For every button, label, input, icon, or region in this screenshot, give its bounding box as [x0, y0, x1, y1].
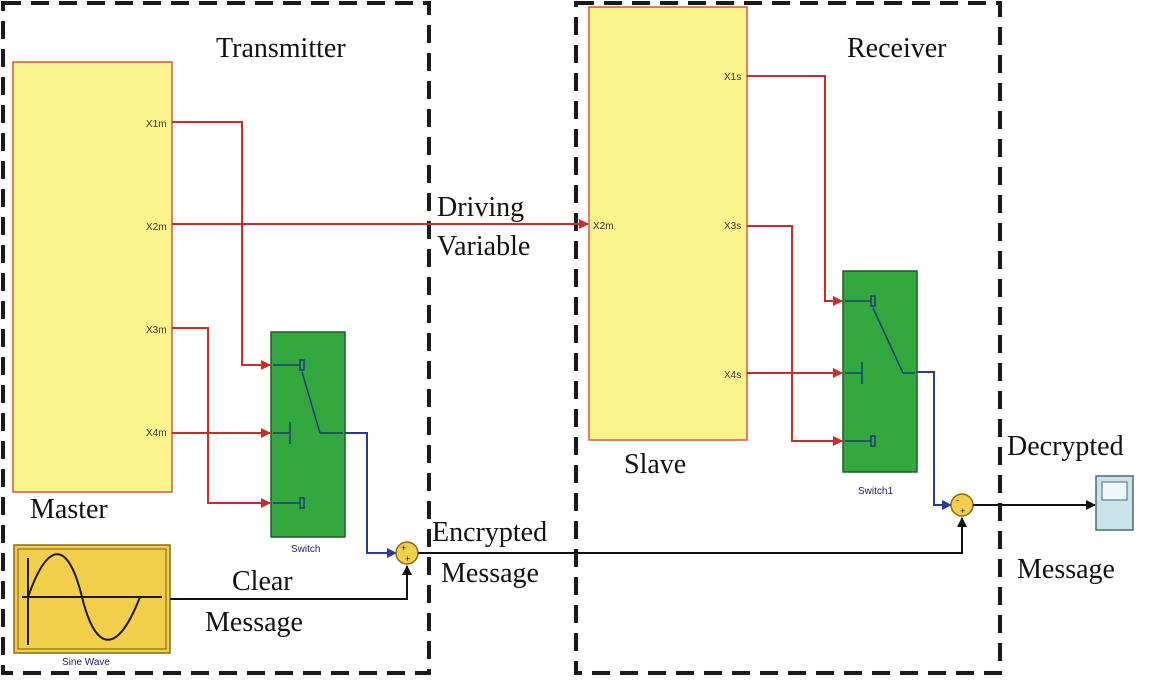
slave-port-x2m: X2m [593, 221, 614, 232]
switch-rx-label: Switch1 [858, 486, 893, 497]
sum-rx-block[interactable]: - + [950, 493, 974, 517]
sine-wave-inner-frame [17, 548, 167, 650]
decrypted-label-line2: Message [1017, 554, 1115, 585]
signal-clear-message [170, 565, 412, 600]
transmitter-title: Transmitter [216, 33, 346, 64]
master-block[interactable] [12, 61, 173, 493]
clear-label-line2: Message [205, 607, 303, 638]
master-label: Master [30, 494, 108, 525]
switch-tx-icon [273, 359, 343, 509]
switch-tx-label: Switch [291, 544, 320, 555]
sine-wave-label: Sine Wave [62, 657, 110, 668]
master-port-x3m: X3m [146, 325, 167, 336]
slave-label: Slave [624, 449, 686, 480]
sum-tx-sign-2: + [405, 554, 410, 564]
master-port-x4m: X4m [146, 428, 167, 439]
sine-wave-icon [22, 553, 162, 645]
sum-rx-sign-2: + [960, 506, 965, 516]
sum-tx-block[interactable]: + + [395, 541, 419, 565]
slave-block[interactable] [588, 6, 748, 441]
signal-switch1-to-sum-rx [917, 371, 952, 510]
decrypted-label-line1: Decrypted [1007, 431, 1124, 462]
signal-x3s-to-switch1 [747, 225, 843, 446]
driving-label-line2: Variable [437, 231, 530, 262]
driving-label-line1: Driving [437, 192, 524, 223]
sum-tx-sign-1: + [401, 543, 406, 553]
sum-rx-sign-1: - [956, 495, 959, 505]
encrypted-label-line2: Message [441, 558, 539, 589]
encrypted-label-line1: Encrypted [432, 517, 547, 548]
signal-encrypted-message [418, 517, 967, 554]
master-port-x1m: X1m [146, 119, 167, 130]
switch-rx-icon [845, 295, 915, 447]
sine-wave-block[interactable] [13, 544, 171, 654]
signal-x1s-to-switch1 [747, 75, 843, 306]
scope-icon[interactable] [1095, 475, 1134, 531]
receiver-group-box [574, 1, 1002, 675]
slave-port-x4s: X4s [724, 370, 741, 381]
switch-tx-block[interactable] [270, 331, 346, 538]
slave-port-x3s: X3s [724, 221, 741, 232]
transmitter-group-box [1, 1, 431, 675]
clear-label-line1: Clear [232, 566, 293, 597]
master-port-x2m: X2m [146, 222, 167, 233]
receiver-title: Receiver [847, 33, 947, 64]
signal-x1m-to-switch [172, 121, 271, 370]
signal-switch-to-sum-tx [345, 432, 397, 558]
signal-x3m-to-switch [172, 327, 271, 508]
slave-port-x1s: X1s [724, 72, 741, 83]
